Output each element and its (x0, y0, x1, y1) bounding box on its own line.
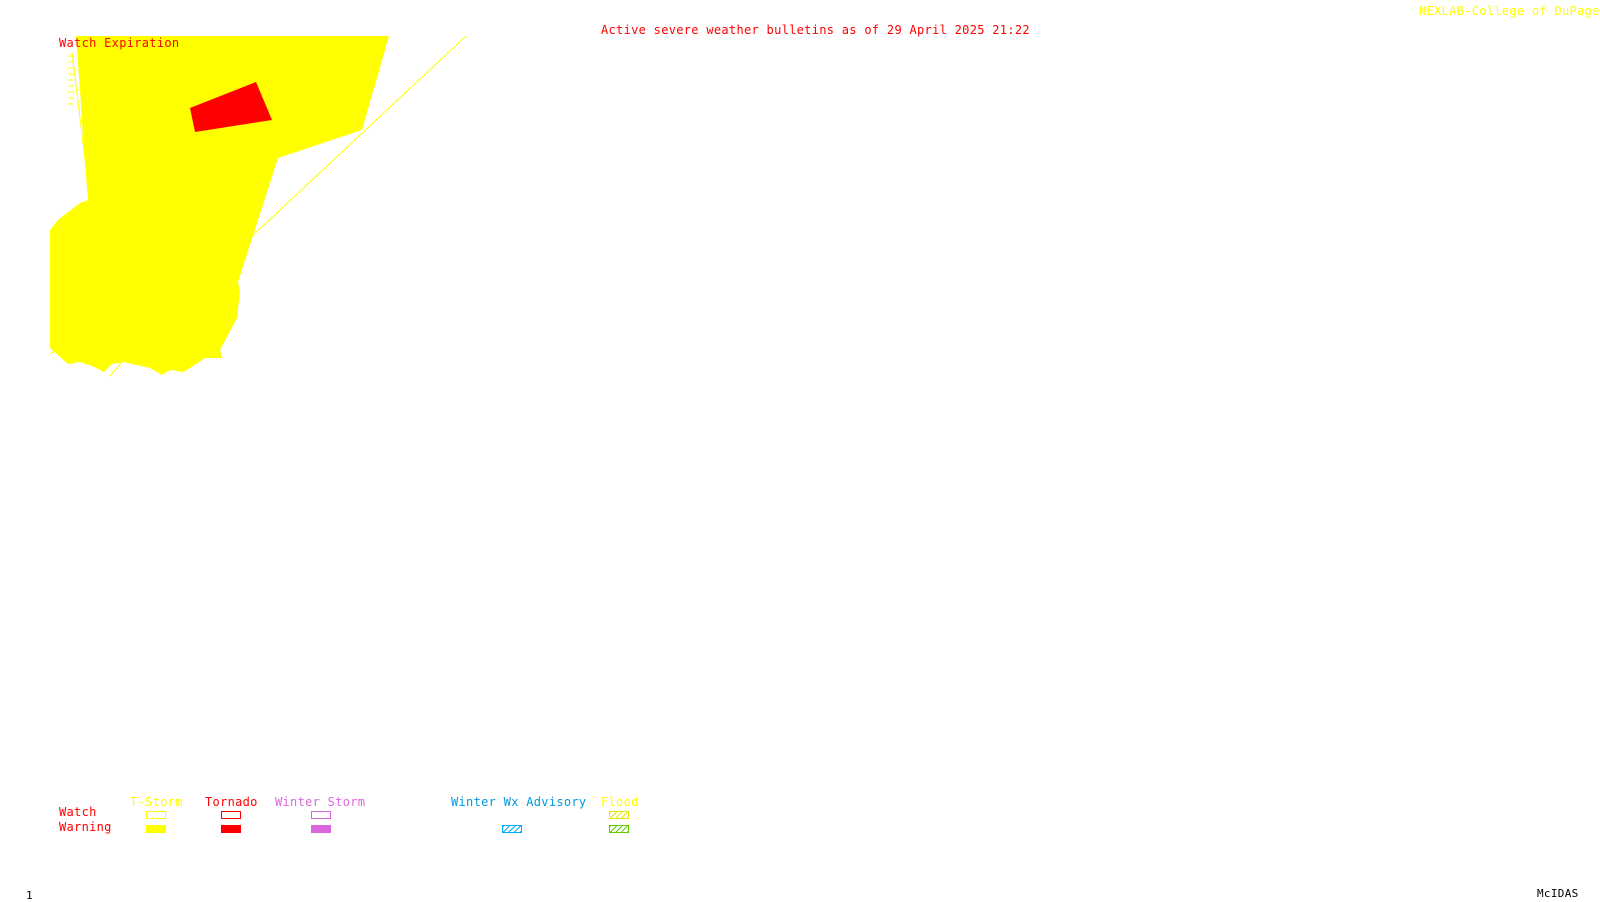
winter-wx-advisory-swatch (502, 825, 522, 833)
legend-row-warning: Warning (59, 820, 112, 834)
legend-col-tstorm: T-Storm (130, 795, 183, 809)
boundary-line (249, 35, 467, 239)
tornado-warning-swatch (221, 825, 241, 833)
winter-storm-warning-swatch (311, 825, 331, 833)
software-label: McIDAS (1537, 887, 1579, 900)
watch-expiration-label: Watch Expiration (59, 36, 180, 50)
tornado-watch-swatch (221, 811, 241, 819)
expiration-ticks (68, 55, 74, 105)
tstorm-watch-swatch (146, 811, 166, 819)
frame-number: 1 (26, 889, 33, 902)
credit-label: NEXLAB-College of DuPage R (1419, 4, 1600, 18)
tstorm-warning-area (50, 36, 389, 375)
boundary-line-bottom-2 (109, 361, 123, 377)
flood-watch-swatch (609, 811, 629, 819)
page-title: Active severe weather bulletins as of 29… (601, 23, 1030, 37)
tstorm-warning-swatch (146, 825, 166, 833)
legend-row-watch: Watch (59, 805, 97, 819)
flood-warning-swatch (609, 825, 629, 833)
tornado-warning-area (190, 82, 272, 132)
legend-col-tornado: Tornado (205, 795, 258, 809)
winter-storm-watch-swatch (311, 811, 331, 819)
legend-col-flood: Flood (601, 795, 639, 809)
legend-col-winter-wx-advisory: Winter Wx Advisory (451, 795, 587, 809)
legend-col-winter-storm: Winter Storm (275, 795, 366, 809)
